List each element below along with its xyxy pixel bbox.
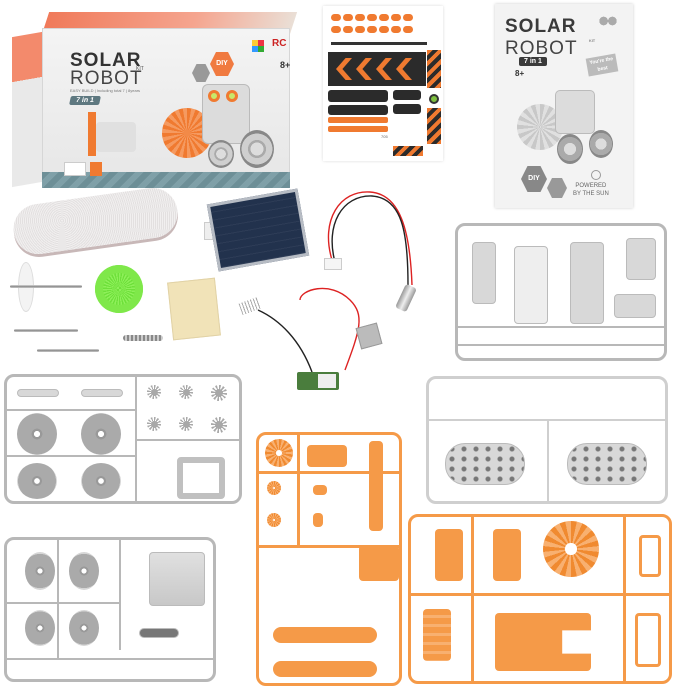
switch-circuit-board	[297, 372, 339, 390]
solar-panel	[206, 188, 310, 272]
mini-motor	[395, 283, 417, 313]
box-striped-band	[42, 172, 290, 188]
gear-axle	[10, 285, 82, 288]
sprue-orange-saw	[408, 514, 672, 684]
sprue-grey-small-wheels	[4, 537, 216, 682]
chevron-arrow-sticker	[328, 52, 426, 86]
red-wire	[299, 287, 360, 371]
sticker-row	[331, 26, 413, 33]
box-kit-tag: KIT	[136, 66, 144, 72]
solar-hex-icon	[547, 178, 567, 198]
sticker-orange	[328, 126, 388, 132]
manual-age-label: 8+	[515, 69, 525, 78]
robot-wheel-illustration	[557, 134, 583, 164]
manual-title-solar: SOLAR	[505, 16, 577, 37]
hazard-sticker	[393, 146, 423, 156]
instruction-manual: SOLAR ROBOT KIT 7 in 1 8+ You're the bes…	[495, 4, 633, 208]
sticker-sheet: Decal sticker sheet 705	[323, 6, 443, 161]
manual-title-robot: ROBOT	[505, 38, 578, 59]
box-7in1-badge: 7 in 1	[69, 96, 101, 105]
robot-body-illustration	[555, 90, 595, 134]
green-gear	[95, 265, 143, 313]
wire-connector	[324, 258, 342, 270]
retail-box: SOLAR ROBOT KIT EASY BUILD | Including t…	[12, 12, 298, 190]
box-title-solar: SOLAR	[70, 50, 142, 71]
battery-clip	[355, 322, 383, 350]
box-title-robot: ROBOT	[70, 68, 143, 89]
sticker-dark	[328, 105, 388, 115]
sticker-dark	[393, 90, 421, 100]
eye-sticker	[429, 94, 439, 104]
sticker-stripe	[331, 42, 427, 45]
sticker-row	[331, 14, 413, 21]
robot-eye-icon	[208, 90, 220, 102]
hazard-sticker	[427, 108, 441, 144]
brand-cube-icon	[252, 40, 264, 52]
robot-wheel-illustration	[589, 130, 613, 158]
mini-robot-illustration	[96, 122, 136, 152]
diy-badge-icon: DIY	[210, 52, 234, 76]
sprue-grey-body-panels	[455, 223, 667, 361]
sticker-orange	[328, 117, 388, 123]
metal-pin	[37, 349, 99, 352]
robot-eyes-icon	[597, 14, 619, 28]
manual-7in1-badge: 7 in 1	[519, 57, 547, 66]
screw	[123, 335, 163, 341]
black-wire	[331, 195, 409, 286]
sticker-dark	[328, 90, 388, 102]
box-subtitle: EASY BUILD | Including total 7 | 8years	[70, 88, 141, 93]
powered-by-sun-label: POWERED BY THE SUN	[573, 183, 609, 197]
sprue-orange-arm	[256, 432, 402, 686]
speech-bubble: You're the best	[585, 53, 619, 77]
forklift-illustration	[88, 112, 96, 156]
robot-wheel-illustration	[208, 140, 234, 168]
sandpaper-strip	[10, 184, 181, 258]
red-wire	[327, 191, 413, 286]
black-wire	[257, 309, 313, 373]
box-inset-image	[64, 162, 86, 176]
battery-free-icon	[90, 162, 102, 176]
box-age-label: 8+	[280, 60, 291, 70]
metal-pin	[14, 329, 78, 332]
manual-kit-tag: KIT	[589, 38, 596, 43]
sprue-grey-gearbox	[426, 376, 668, 504]
brand-mark: RC	[272, 38, 287, 49]
solar-hex-icon	[192, 64, 210, 82]
sun-gear-icon	[591, 170, 601, 180]
battery-spring	[238, 296, 262, 316]
diy-badge-icon: DIY	[521, 166, 547, 192]
double-sided-tape	[167, 277, 221, 341]
robot-wheel-illustration	[240, 130, 274, 168]
sprue-grey-wheels	[4, 374, 242, 504]
robot-eye-icon	[226, 90, 238, 102]
sticker-dark	[393, 104, 421, 114]
sticker-code: 705	[381, 134, 388, 139]
hazard-sticker	[427, 50, 441, 88]
